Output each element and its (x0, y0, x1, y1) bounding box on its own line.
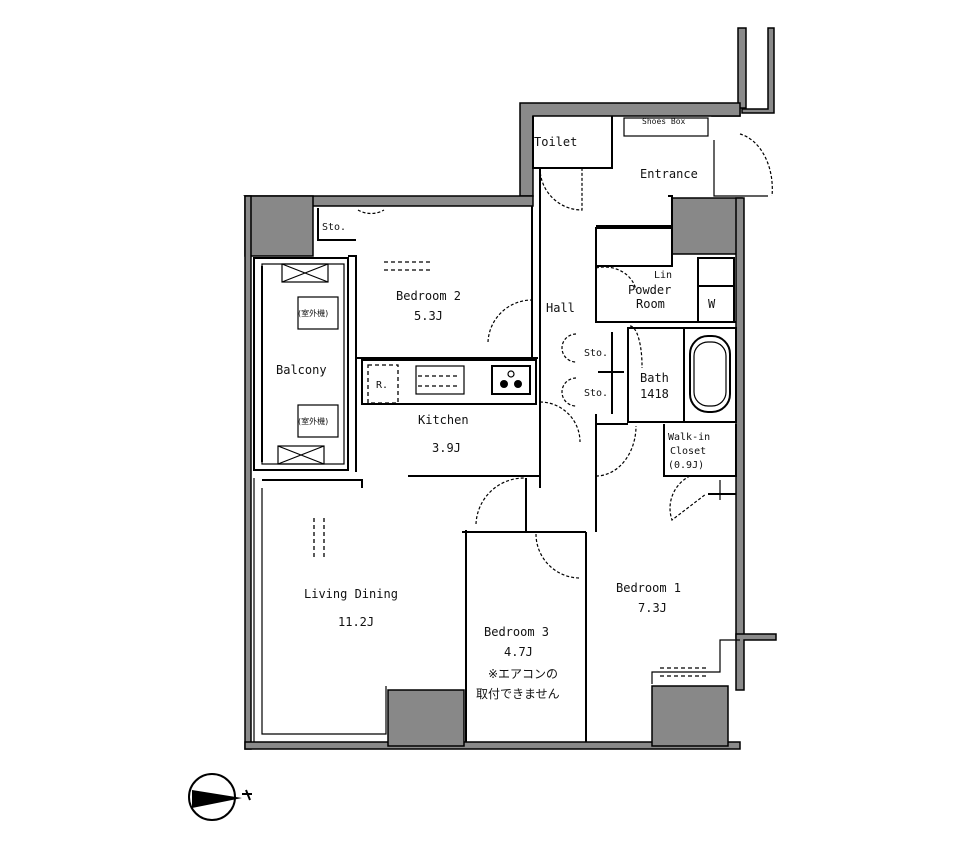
area-bedroom3: 4.7J (504, 645, 533, 659)
area-bedroom1: 7.3J (638, 601, 667, 615)
label-closet: Closet (670, 446, 706, 457)
doors (357, 133, 773, 579)
label-bedroom3: Bedroom 3 (484, 625, 549, 639)
label-toilet: Toilet (534, 135, 577, 149)
exterior-walls (243, 27, 777, 750)
area-living-dining: 11.2J (338, 615, 374, 629)
label-bedroom1: Bedroom 1 (616, 581, 681, 595)
label-kitchen: Kitchen (418, 413, 469, 427)
label-bedroom2: Bedroom 2 (396, 289, 461, 303)
label-storage-bed2: Sto. (322, 222, 346, 233)
label-room: Room (636, 297, 665, 311)
area-bedroom2: 5.3J (414, 309, 443, 323)
label-hall: Hall (546, 301, 575, 315)
label-storage-hall-2: Sto. (584, 388, 608, 399)
note-bedroom3-line2: 取付できません (476, 687, 560, 701)
label-balcony: Balcony (276, 363, 327, 377)
label-bath-size: 1418 (640, 387, 669, 401)
label-entrance: Entrance (640, 167, 698, 181)
note-bedroom3-line1: ※エアコンの (488, 667, 558, 681)
interior-walls (253, 116, 768, 742)
label-powder: Powder (628, 283, 671, 297)
room-labels: Toilet Shoes Box Entrance Sto. Bedroom 2… (276, 117, 716, 701)
label-storage-hall-1: Sto. (584, 348, 608, 359)
area-kitchen: 3.9J (432, 441, 461, 455)
label-shoe-box: Shoes Box (642, 117, 686, 126)
label-walk-in: Walk-in (668, 432, 710, 443)
label-bath: Bath (640, 371, 669, 385)
label-washer: W (708, 297, 716, 311)
label-linen: Lin (654, 270, 672, 281)
label-living-dining: Living Dining (304, 587, 398, 601)
label-outdoor-unit-2: (室外機) (298, 416, 328, 426)
area-walk-in-closet: (0.9J) (668, 460, 704, 471)
label-outdoor-unit-1: (室外機) (298, 308, 328, 318)
ac-markers (313, 261, 706, 677)
label-fridge: R. (376, 380, 388, 391)
compass-icon (188, 773, 252, 821)
